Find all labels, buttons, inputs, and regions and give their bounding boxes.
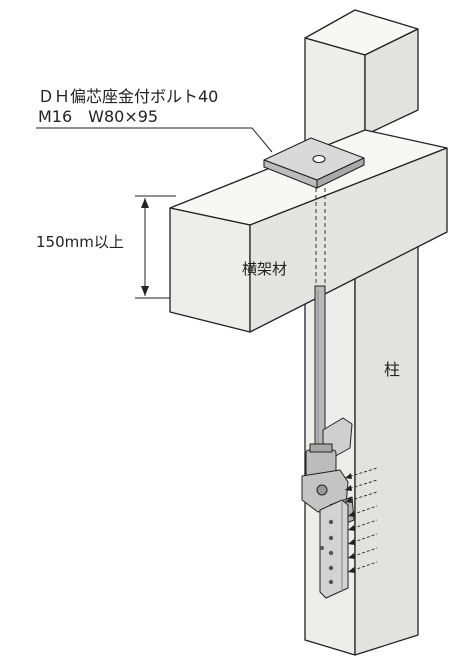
column-right-face-lower bbox=[354, 244, 419, 656]
product-spec-label: M16 W80×95 bbox=[38, 107, 158, 126]
beam-side-face bbox=[249, 147, 448, 333]
eccentric-washer bbox=[263, 137, 365, 189]
column-label: 柱 bbox=[384, 360, 400, 379]
dimension-marker bbox=[135, 195, 176, 299]
beam-label: 横架材 bbox=[242, 260, 287, 278]
product-leader-line bbox=[36, 127, 273, 153]
washer-side-edge bbox=[316, 157, 365, 189]
beam-end-face bbox=[169, 207, 251, 333]
column-right-face-upper bbox=[364, 28, 419, 136]
washer-bolt-hole bbox=[312, 154, 326, 164]
connector-plate bbox=[319, 499, 349, 599]
column-screws bbox=[344, 467, 378, 573]
dimension-label: 150mm以上 bbox=[36, 233, 124, 251]
bolt-rod bbox=[314, 285, 326, 447]
bolt-hidden-lines bbox=[315, 188, 326, 290]
column-connector bbox=[301, 417, 355, 599]
product-name-label: ＤＨ偏芯座金付ボルト40 bbox=[38, 87, 218, 106]
plate-screw-holes bbox=[320, 519, 334, 585]
